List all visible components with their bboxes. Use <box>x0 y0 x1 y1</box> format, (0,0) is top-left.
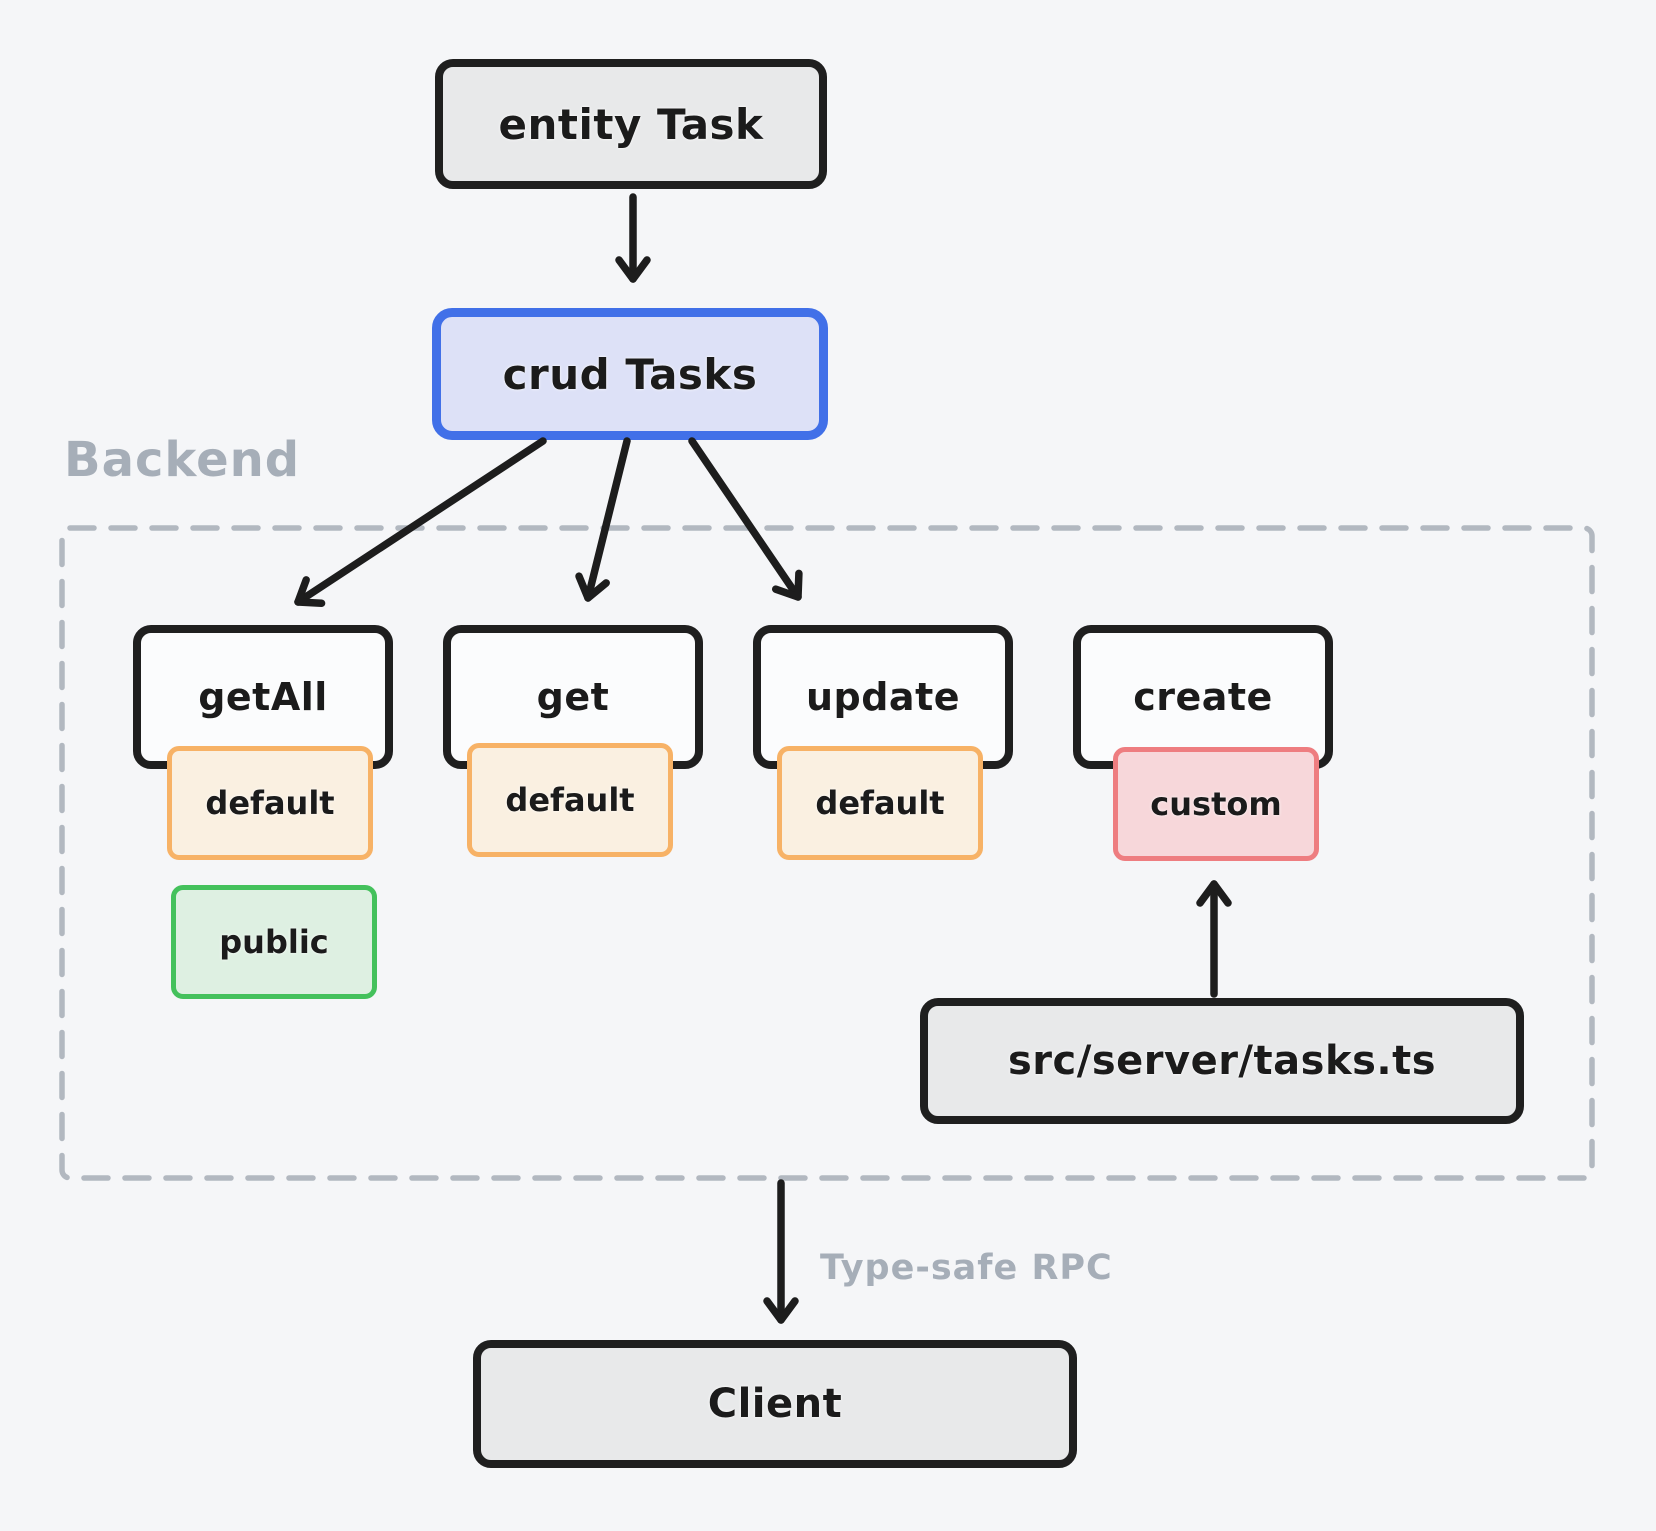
badge-getall-default: default <box>167 746 373 860</box>
arrow-crud-to-get <box>575 437 631 602</box>
crud-tasks-label: crud Tasks <box>502 349 758 399</box>
entity-task-node: entity Task <box>435 59 827 189</box>
badge-label: default <box>505 781 635 819</box>
client-label: Client <box>707 1381 843 1427</box>
badge-create-custom: custom <box>1113 747 1319 861</box>
badge-label: public <box>219 923 329 961</box>
arrow-crud-to-update <box>688 437 803 601</box>
badge-update-default: default <box>777 746 983 860</box>
crud-tasks-node: crud Tasks <box>432 308 828 440</box>
server-file-node: src/server/tasks.ts <box>920 998 1524 1124</box>
method-label: get <box>536 675 610 719</box>
backend-region-label: Backend <box>64 432 301 488</box>
client-node: Client <box>473 1340 1077 1468</box>
method-label: update <box>805 675 961 719</box>
rpc-edge-label: Type-safe RPC <box>820 1248 1113 1288</box>
badge-label: default <box>815 784 945 822</box>
server-file-label: src/server/tasks.ts <box>1007 1038 1436 1084</box>
badge-getall-public: public <box>171 885 377 999</box>
entity-task-label: entity Task <box>498 99 764 149</box>
arrow-crud-to-getall <box>294 437 547 608</box>
method-label: create <box>1133 675 1273 719</box>
badge-label: custom <box>1150 785 1282 823</box>
badge-label: default <box>205 784 335 822</box>
badge-get-default: default <box>467 743 673 857</box>
method-label: getAll <box>198 675 328 719</box>
